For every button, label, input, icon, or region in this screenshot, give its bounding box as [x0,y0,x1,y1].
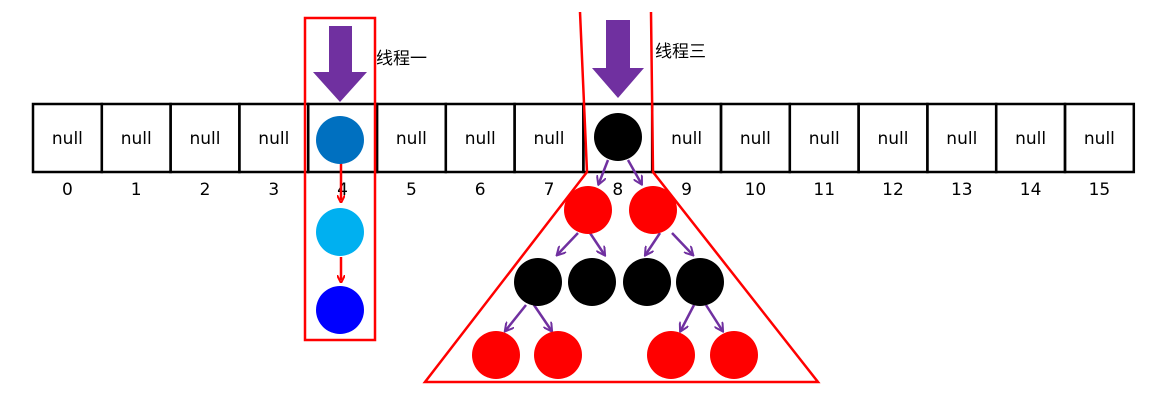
bucket-value: null [190,129,221,149]
bucket-index: 7 [544,180,555,200]
tree-edge-arrow [599,159,610,183]
bucket-value: null [465,129,496,149]
thread-one-highlight-box [303,16,377,342]
bucket-value: null [534,129,565,149]
tree-node [514,258,562,306]
thread-three-highlight-outline [422,11,821,384]
bucket-value: null [809,129,840,149]
bucket-index: 8 [612,180,623,200]
bucket-index: 0 [62,180,73,200]
red-black-tree-nodes [472,113,758,379]
tree-edge-arrow [704,304,722,330]
list-node [316,286,364,334]
tree-edge-arrow [646,232,662,254]
list-node [316,116,364,164]
tree-node [594,113,642,161]
tree-edge-arrow [532,304,551,330]
bucket-value: null [671,129,702,149]
tree-edges [506,159,722,330]
tree-node [472,331,520,379]
bucket-index: 1 [131,180,142,200]
bucket-value: null [878,129,909,149]
bucket-value: null [52,129,83,149]
tree-edge-arrow [506,304,527,330]
linked-list-nodes [316,116,364,334]
thread-one-label: 线程一 [376,49,427,69]
bucket-cell [1063,102,1136,174]
tree-node [623,258,671,306]
tree-node [629,186,677,234]
tree-node [710,331,758,379]
tree-edge-arrow [671,232,692,254]
list-node [316,208,364,256]
bucket-value: null [396,129,427,149]
bucket-index: 11 [813,180,835,200]
bucket-value: null [258,129,289,149]
bucket-index: 12 [882,180,904,200]
tree-node [568,258,616,306]
bucket-value: null [1084,129,1115,149]
bucket-value: null [740,129,771,149]
bucket-index: 5 [406,180,417,200]
tree-node [534,331,582,379]
bucket-value: null [1015,129,1046,149]
tree-edge-arrow [558,232,579,254]
bucket-index: 14 [1020,180,1042,200]
bucket-value: null [946,129,977,149]
tree-node [564,186,612,234]
thread-one-down-arrow-icon [313,26,367,102]
bucket-index: 3 [268,180,279,200]
tree-edge-arrow [681,304,696,330]
bucket-index: 6 [475,180,486,200]
thread-three-label: 线程三 [655,42,706,62]
tree-edge-arrow [626,159,641,183]
tree-node [676,258,724,306]
tree-node [647,331,695,379]
bucket-index: 9 [681,180,692,200]
bucket-index: 13 [951,180,973,200]
bucket-index: 4 [337,180,348,200]
bucket-index: 2 [200,180,211,200]
bucket-index: 10 [745,180,767,200]
tree-edge-arrow [588,232,604,254]
bucket-index: 15 [1089,180,1111,200]
thread-three-down-arrow-icon [592,20,644,98]
bucket-value: null [121,129,152,149]
